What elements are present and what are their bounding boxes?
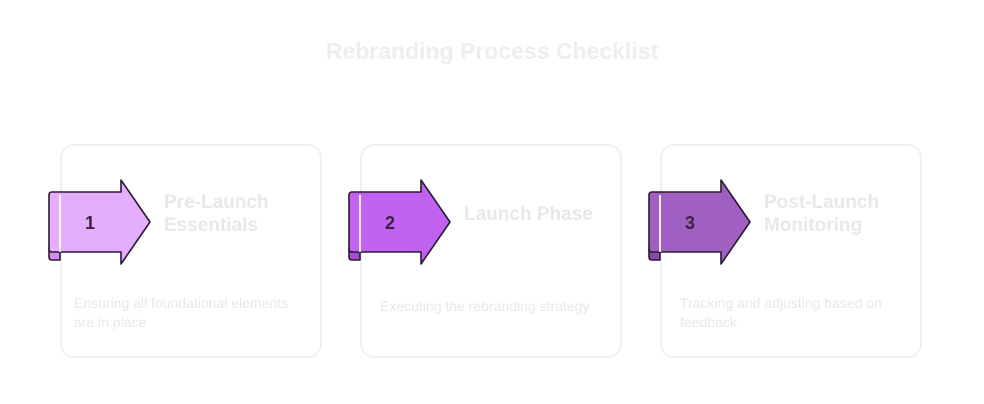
step-2-number: 2 bbox=[385, 213, 395, 233]
step-2-heading-line-1: Launch Phase bbox=[464, 204, 593, 225]
step-2-description: Executing the rebranding strategy bbox=[380, 297, 589, 316]
step-3-description-line-1: Tracking and adjusting based on bbox=[680, 295, 882, 311]
step-2-heading: Launch Phase bbox=[464, 203, 593, 226]
step-2-arrow: 2 bbox=[348, 179, 451, 265]
step-3-heading-line-2: Monitoring bbox=[764, 215, 863, 236]
step-3-description-line-2: feedback bbox=[680, 314, 737, 330]
step-1-description: Ensuring all foundational elements are i… bbox=[74, 294, 288, 332]
step-3-heading: Post-Launch Monitoring bbox=[764, 191, 879, 237]
step-1-arrow-body bbox=[48, 179, 151, 265]
step-1-arrow: 1 bbox=[48, 179, 151, 265]
step-1-heading: Pre-Launch Essentials bbox=[164, 191, 269, 237]
step-1-number: 1 bbox=[85, 213, 95, 233]
step-2-arrow-body bbox=[348, 179, 451, 265]
step-3-description: Tracking and adjusting based on feedback bbox=[680, 294, 882, 332]
step-3-number: 3 bbox=[685, 213, 695, 233]
diagram-title: Rebranding Process Checklist bbox=[325, 38, 659, 64]
step-1-description-line-1: Ensuring all foundational elements bbox=[74, 295, 289, 311]
step-1-heading-line-1: Pre-Launch bbox=[164, 192, 269, 213]
step-3-arrow: 3 bbox=[648, 179, 751, 265]
step-3-arrow-body bbox=[648, 179, 751, 265]
step-1-description-line-2: are in place bbox=[74, 314, 147, 330]
step-2-description-line-1: Executing the rebranding strategy bbox=[380, 298, 590, 314]
step-1-heading-line-2: Essentials bbox=[164, 215, 258, 236]
step-3-heading-line-1: Post-Launch bbox=[764, 192, 880, 213]
